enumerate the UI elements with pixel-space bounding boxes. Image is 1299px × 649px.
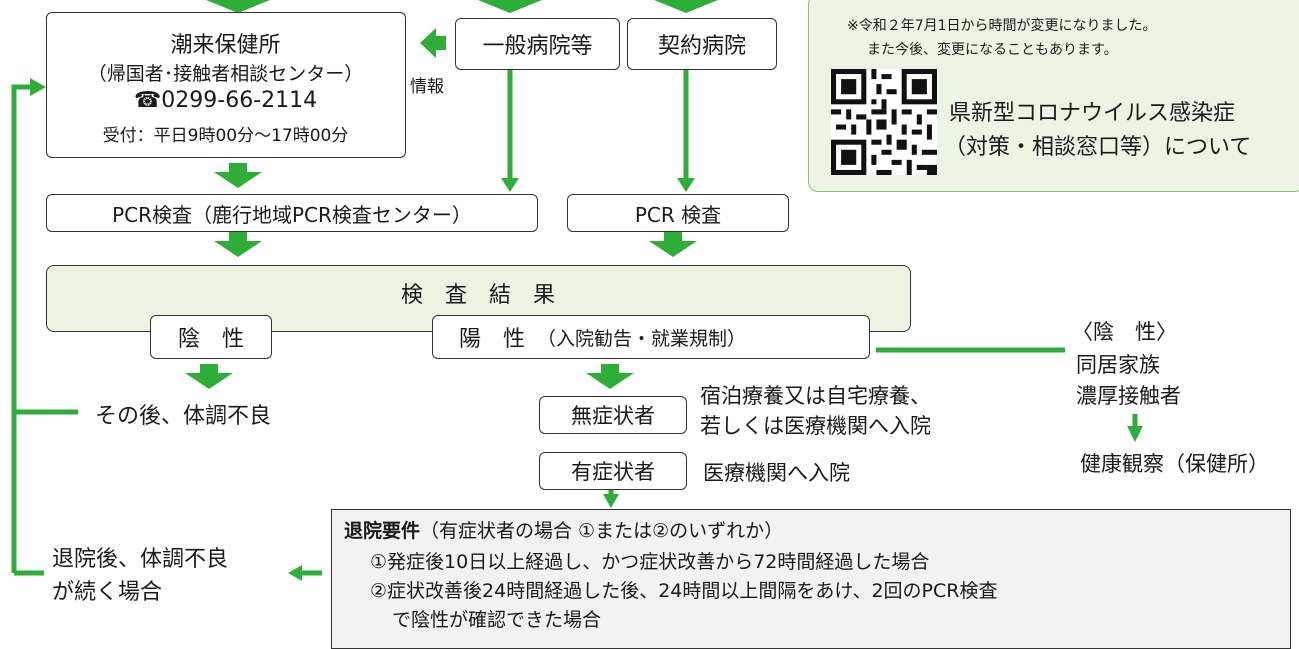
negative-box: 陰 性 bbox=[150, 315, 272, 359]
discharge-heading-row: 退院要件（有症状者の場合 ①または②のいずれか） bbox=[344, 516, 783, 543]
arrow-head-contacts bbox=[1127, 426, 1143, 442]
arrow-down-pcr-right bbox=[649, 232, 697, 257]
symptomatic-label: 有症状者 bbox=[571, 460, 655, 484]
discharge-heading: 退院要件 bbox=[344, 520, 421, 542]
asymptomatic-note-2: 若しくは医療機関へ入院 bbox=[700, 414, 931, 438]
contacts-line2: 濃厚接触者 bbox=[1076, 384, 1181, 408]
asymptomatic-box: 無症状者 bbox=[539, 396, 687, 434]
arrow-head-symptomatic bbox=[603, 494, 619, 508]
general-hospital-box: 一般病院等 bbox=[455, 18, 620, 70]
discharge-heading-note: （有症状者の場合 ①または②のいずれか） bbox=[420, 520, 784, 542]
info-link-line2[interactable]: （対策・相談窓口等）について bbox=[944, 135, 1252, 160]
discharge-item-1: ①発症後10日以上経過し、かつ症状改善から72時間経過した場合 bbox=[370, 551, 930, 573]
arrow-down-hokenjo bbox=[214, 163, 262, 188]
contacts-line1: 同居家族 bbox=[1076, 353, 1160, 377]
info-note-line2: また今後、変更になることもあります。 bbox=[867, 42, 1118, 58]
contacts-result: 健康観察（保健所） bbox=[1080, 452, 1269, 476]
info-note-line1: ※令和２年7月1日から時間が変更になりました。 bbox=[847, 18, 1157, 34]
discharge-item-2b: で陰性が確認できた場合 bbox=[392, 609, 602, 631]
arrow-head-contract bbox=[677, 178, 695, 192]
discharge-item-2a: ②症状改善後24時間経過した後、24時間以上間隔をあけ、2回のPCR検査 bbox=[370, 580, 998, 602]
positive-note: （入院勧告・就業規制） bbox=[537, 327, 747, 350]
symptomatic-box: 有症状者 bbox=[539, 452, 687, 490]
pcr-right-label: PCR 検査 bbox=[634, 202, 722, 227]
contacts-heading: 〈陰 性〉 bbox=[1072, 320, 1177, 344]
arrow-head-discharge bbox=[288, 565, 302, 581]
pcr-right-box: PCR 検査 bbox=[567, 194, 789, 232]
positive-label: 陽 性 bbox=[459, 327, 526, 352]
arrow-head-general bbox=[501, 178, 519, 192]
symptomatic-note: 医療機関へ入院 bbox=[703, 461, 850, 485]
hokenjo-title: 潮来保健所 bbox=[170, 33, 281, 58]
discharge-box: 退院要件（有症状者の場合 ①または②のいずれか） ①発症後10日以上経過し、かつ… bbox=[331, 509, 1291, 649]
after-discharge-line2: が続く場合 bbox=[52, 580, 163, 605]
hokenjo-phone: 0299-66-2114 bbox=[161, 88, 318, 113]
arrow-down-pcr-left bbox=[214, 232, 262, 257]
phone-icon: ☎ bbox=[133, 88, 162, 113]
arrow-down-negative bbox=[185, 364, 233, 389]
hokenjo-subtitle: （帰国者･接触者相談センター） bbox=[87, 63, 364, 85]
info-panel: ※令和２年7月1日から時間が変更になりました。 また今後、変更になることもありま… bbox=[808, 0, 1299, 192]
arrow-down-top-left bbox=[206, 0, 270, 13]
arrow-down-top-right bbox=[654, 0, 718, 13]
arrow-info-left bbox=[420, 28, 446, 58]
asymptomatic-note-1: 宿泊療養又は自宅療養、 bbox=[700, 384, 931, 408]
arrow-head-loop bbox=[30, 78, 46, 96]
negative-label: 陰 性 bbox=[177, 327, 244, 352]
flow-connectors bbox=[11, 0, 1143, 581]
after-discharge-line1: 退院後、体調不良 bbox=[52, 547, 229, 572]
arrow-down-positive bbox=[586, 364, 634, 389]
hokenjo-box: 潮来保健所 （帰国者･接触者相談センター） ☎0299-66-2114 受付：平… bbox=[46, 12, 406, 158]
result-title: 検 査 結 果 bbox=[400, 283, 555, 308]
after-negative-text: その後、体調不良 bbox=[95, 404, 272, 429]
hokenjo-hours: 受付：平日9時00分～17時00分 bbox=[102, 126, 349, 146]
info-label: 情報 bbox=[410, 77, 444, 97]
contract-hospital-label: 契約病院 bbox=[657, 34, 746, 59]
pcr-left-label: PCR検査（鹿行地域PCR検査センター） bbox=[112, 202, 472, 227]
positive-box: 陽 性 （入院勧告・就業規制） bbox=[432, 315, 870, 359]
arrow-down-top-mid bbox=[478, 0, 542, 13]
pcr-left-box: PCR検査（鹿行地域PCR検査センター） bbox=[46, 194, 538, 232]
asymptomatic-label: 無症状者 bbox=[571, 404, 655, 428]
info-link-line1[interactable]: 県新型コロナウイルス感染症 bbox=[949, 101, 1236, 126]
hokenjo-phone-row: ☎0299-66-2114 bbox=[47, 88, 404, 113]
general-hospital-label: 一般病院等 bbox=[482, 34, 593, 59]
contract-hospital-box: 契約病院 bbox=[627, 18, 777, 70]
qr-code-icon[interactable] bbox=[831, 69, 937, 175]
